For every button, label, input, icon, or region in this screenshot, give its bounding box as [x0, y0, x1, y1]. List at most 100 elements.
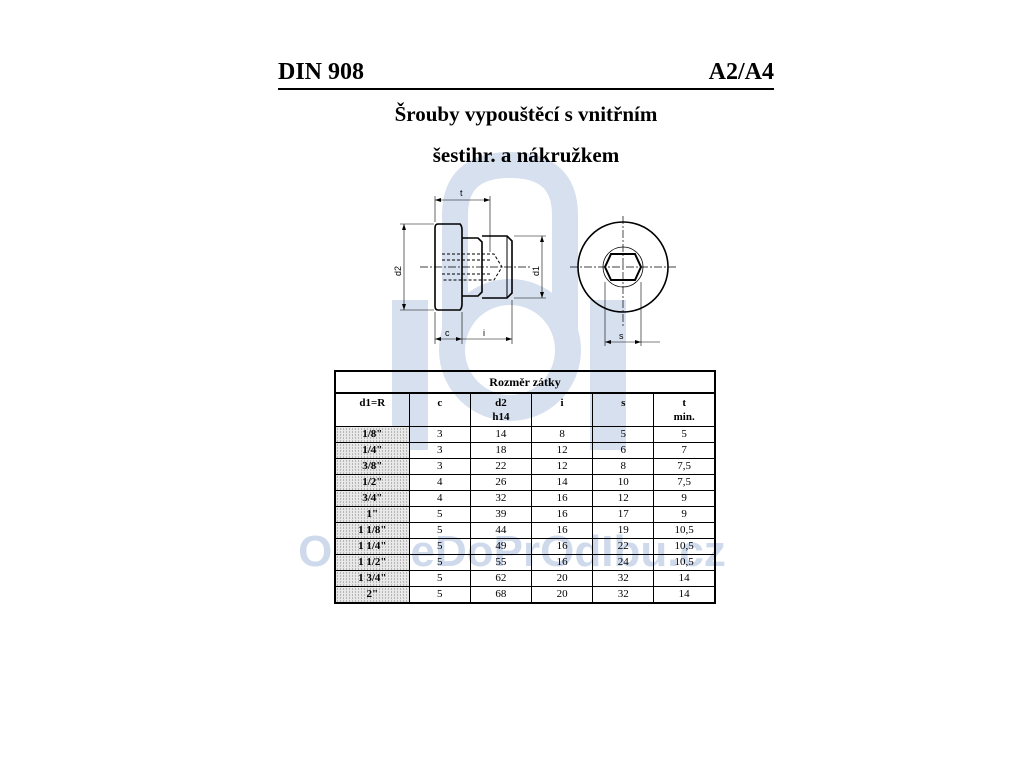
thread-size-cell: 1/4"	[334, 442, 410, 459]
thread-size-cell: 2"	[334, 586, 410, 604]
table-cell: 14	[653, 570, 716, 587]
table-cell: 6	[592, 442, 655, 459]
table-cell: 18	[469, 442, 533, 459]
table-cell: 22	[592, 538, 655, 555]
document-header: DIN 908 A2/A4	[278, 58, 774, 90]
table-cell: 5	[408, 586, 471, 604]
table-cell: 24	[592, 554, 655, 571]
table-cell: 5	[408, 538, 471, 555]
table-cell: 32	[469, 490, 533, 507]
thread-size-cell: 1/2"	[334, 474, 410, 491]
table-cell: 12	[530, 442, 594, 459]
table-cell: 5	[408, 522, 471, 539]
table-cell: 5	[653, 426, 716, 443]
table-cell: 10,5	[653, 538, 716, 555]
table-cell: 7	[653, 442, 716, 459]
thread-size-cell: 3/4"	[334, 490, 410, 507]
table-cell: 7,5	[653, 458, 716, 475]
table-cell: 5	[408, 570, 471, 587]
table-cell: 16	[530, 554, 594, 571]
table-cell: 20	[530, 586, 594, 604]
table-cell: 17	[592, 506, 655, 523]
thread-size-cell: 1 3/4"	[334, 570, 410, 587]
thread-size-cell: 1 1/8"	[334, 522, 410, 539]
table-cell: 32	[592, 586, 655, 604]
thread-size-cell: 1 1/4"	[334, 538, 410, 555]
table-cell: 9	[653, 506, 716, 523]
table-cell: 12	[530, 458, 594, 475]
title-line-2: šestihr. a nákružkem	[432, 143, 620, 167]
column-header: s	[592, 392, 655, 427]
table-cell: 3	[408, 426, 471, 443]
table-cell: 10,5	[653, 554, 716, 571]
table-cell: 20	[530, 570, 594, 587]
table-cell: 22	[469, 458, 533, 475]
table-cell: 16	[530, 538, 594, 555]
table-cell: 62	[469, 570, 533, 587]
table-cell: 4	[408, 474, 471, 491]
material-grade: A2/A4	[708, 59, 774, 85]
table-cell: 5	[408, 554, 471, 571]
table-cell: 9	[653, 490, 716, 507]
table-cell: 16	[530, 506, 594, 523]
plug-head	[434, 223, 463, 311]
table-cell: 26	[469, 474, 533, 491]
dim-label-s: s	[619, 331, 624, 341]
thread-size-cell: 1/8"	[334, 426, 410, 443]
table-cell: 10,5	[653, 522, 716, 539]
thread-size-cell: 1 1/2"	[334, 554, 410, 571]
table-caption: Rozměr zátky	[334, 370, 716, 394]
table-cell: 14	[530, 474, 594, 491]
table-cell: 7,5	[653, 474, 716, 491]
table-cell: 3	[408, 442, 471, 459]
plug-thread	[482, 235, 513, 299]
dim-label-i: i	[483, 328, 485, 338]
table-cell: 19	[592, 522, 655, 539]
table-cell: 44	[469, 522, 533, 539]
table-cell: 68	[469, 586, 533, 604]
table-cell: 8	[530, 426, 594, 443]
thread-size-cell: 3/8"	[334, 458, 410, 475]
column-header: c	[408, 392, 471, 427]
table-cell: 49	[469, 538, 533, 555]
table-cell: 14	[653, 586, 716, 604]
thread-size-cell: 1"	[334, 506, 410, 523]
table-cell: 3	[408, 458, 471, 475]
table-cell: 5	[408, 506, 471, 523]
table-cell: 4	[408, 490, 471, 507]
table-cell: 16	[530, 490, 594, 507]
technical-drawing: t d2 d1 c i s	[393, 188, 676, 346]
standard-code: DIN 908	[278, 59, 365, 85]
table-cell: 39	[469, 506, 533, 523]
dim-label-t: t	[460, 188, 463, 198]
table-cell: 5	[592, 426, 655, 443]
dim-label-d2: d2	[393, 266, 403, 276]
title-line-1: Šrouby vypouštěcí s vnitřním	[394, 102, 658, 126]
table-cell: 10	[592, 474, 655, 491]
dim-label-c: c	[445, 328, 450, 338]
table-cell: 12	[592, 490, 655, 507]
table-cell: 14	[469, 426, 533, 443]
table-cell: 16	[530, 522, 594, 539]
dim-label-d1: d1	[531, 266, 541, 276]
table-cell: 8	[592, 458, 655, 475]
column-header: d1=R	[334, 392, 410, 427]
table-cell: 55	[469, 554, 533, 571]
table-cell: 32	[592, 570, 655, 587]
